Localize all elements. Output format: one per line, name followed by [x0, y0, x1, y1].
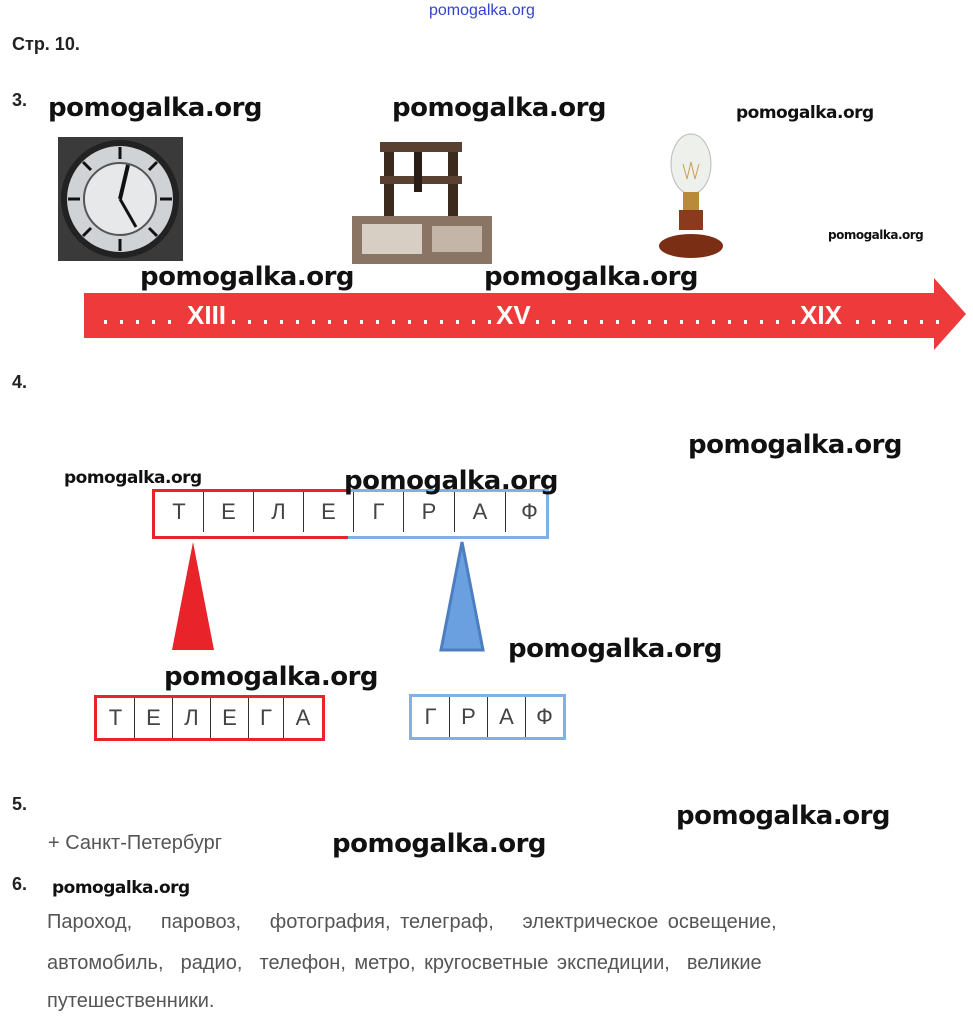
task-6-number: 6. — [12, 874, 28, 894]
timeline-label-xv: XV — [492, 300, 535, 331]
watermark: pomogalka.org — [484, 262, 699, 292]
timeline-label-xix: XIX — [796, 300, 846, 331]
watermark: pomogalka.org — [688, 430, 903, 460]
letter-cell: Ф — [521, 499, 538, 524]
letter-cell: Г — [354, 492, 404, 532]
letter-cell: Т — [97, 698, 135, 738]
letter-cell: Е — [304, 492, 354, 532]
word-telegraf: Т Е Л Е Г Р А Ф — [155, 492, 553, 532]
letter-cell: Т — [155, 492, 204, 532]
watermark: pomogalka.org — [64, 468, 202, 488]
letter-cell: Е — [211, 698, 249, 738]
task-5-number: 5. — [12, 794, 28, 814]
letter-cell: Г — [249, 698, 284, 738]
watermark: pomogalka.org — [140, 262, 355, 292]
letter-cell: А — [295, 705, 311, 730]
letter-cell: Р — [404, 492, 455, 532]
task-6-line: путешественники. — [47, 990, 215, 1012]
blue-pointer-triangle — [439, 541, 485, 652]
letter-cell: Е — [204, 492, 254, 532]
printing-press-image — [352, 142, 492, 264]
watermark: pomogalka.org — [828, 228, 924, 242]
watermark: pomogalka.org — [332, 829, 547, 859]
task-3-number: 3. — [12, 90, 28, 110]
watermark: pomogalka.org — [736, 103, 874, 123]
word-telegraf-blue-outline — [348, 489, 549, 539]
watermark: pomogalka.org — [48, 93, 263, 123]
task-4-number: 4. — [12, 372, 28, 392]
task-5-answer: + Санкт-Петербург — [48, 832, 223, 854]
timeline-label-xiii: XIII — [183, 300, 231, 331]
light-bulb-image — [659, 133, 723, 258]
letter-cell: Л — [254, 492, 304, 532]
letter-cell: Р — [450, 697, 488, 737]
watermark: pomogalka.org — [392, 93, 607, 123]
letter-cell: Л — [173, 698, 211, 738]
watermark: pomogalka.org — [52, 878, 190, 898]
letter-cell: Е — [135, 698, 173, 738]
word-telegraf-red-outline — [152, 489, 351, 539]
letter-cell: Ф — [536, 704, 553, 729]
red-pointer-triangle — [172, 542, 214, 650]
word-telega: Т Е Л Е Г А — [94, 695, 325, 741]
letter-cell: А — [455, 492, 506, 532]
watermark: pomogalka.org — [508, 634, 723, 664]
letter-cell: Г — [412, 697, 450, 737]
word-graf: Г Р А Ф — [409, 694, 566, 740]
watermark: pomogalka.org — [344, 466, 559, 496]
task-6-line: Пароход, паровоз, фотография, телеграф, … — [47, 911, 777, 933]
site-link[interactable]: pomogalka.org — [429, 2, 535, 19]
clock-image — [58, 137, 183, 261]
task-6-line: автомобиль, радио, телефон, метро, круго… — [47, 952, 762, 974]
letter-cell: А — [488, 697, 526, 737]
watermark: pomogalka.org — [676, 801, 891, 831]
watermark: pomogalka.org — [164, 662, 379, 692]
page-label: Стр. 10. — [12, 34, 80, 54]
